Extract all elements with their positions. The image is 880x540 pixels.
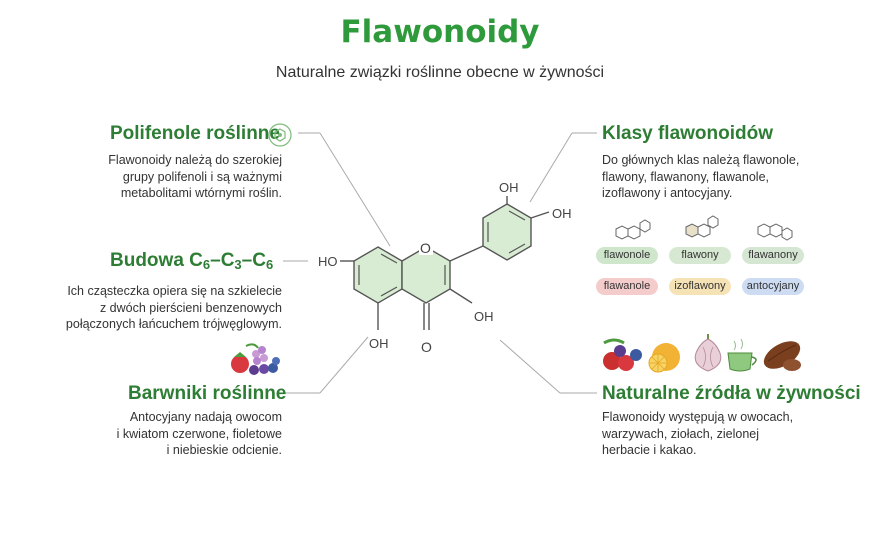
class-pill-antocyjany[interactable]: antocyjany (742, 278, 804, 295)
green-tea-icon (727, 338, 757, 372)
class-pill-flawanole[interactable]: flawanole (596, 278, 658, 295)
pigments-text: Antocyjany nadają owocom i kwiatom czerw… (60, 409, 282, 459)
label-oh-c3: OH (474, 309, 494, 324)
structure-sub: 3 (234, 257, 242, 272)
sources-line: Flawonoidy występują w owocach, (602, 410, 794, 424)
ring-b (482, 203, 532, 261)
classes-line: Do głównych klas należą flawonole, (602, 153, 800, 167)
flavonol-mini-structure-icon (615, 219, 651, 240)
structure-dash: –C (210, 250, 235, 271)
polyphenols-title: Polifenole roślinne (110, 123, 280, 144)
structure-sub: 6 (202, 257, 211, 272)
structure-title: Budowa C6–C3–C6 (110, 250, 273, 272)
class-pill-flawanony[interactable]: flawanony (742, 247, 804, 264)
class-pill-izoflawony[interactable]: izoflawony (669, 278, 731, 295)
label-oh-left: HO (318, 254, 338, 269)
class-pill-flawony[interactable]: flawony (669, 247, 731, 264)
page-title: Flawonoidy (340, 14, 540, 50)
class-pill-flawonole[interactable]: flawonole (596, 247, 658, 264)
structure-dash: –C (241, 250, 266, 271)
structure-text: Ich cząsteczka opiera się na szkielecie … (30, 283, 282, 333)
structure-line: z dwóch pierścieni benzenowych (99, 300, 282, 315)
structure-line: Ich cząsteczka opiera się na szkielecie (67, 284, 282, 298)
label-oh-right: OH (552, 206, 572, 221)
polyphenols-line: Flawonoidy należą do szerokiej (108, 153, 282, 167)
food-sources-icons (603, 334, 801, 373)
classes-line: flawony, flawanony, flawanole, (602, 169, 769, 184)
classes-line: izoflawony i antocyjany. (602, 186, 733, 200)
berries-icon (231, 343, 280, 375)
sources-title: Naturalne źródła w żywności (602, 383, 861, 404)
polyphenols-text: Flawonoidy należą do szerokiej grupy pol… (60, 152, 282, 202)
flavonoid-structure-diagram: HO OH O O OH OH OH (318, 180, 572, 355)
connector-sources-diag (499, 339, 561, 394)
sources-line: warzywach, ziołach, zielonej (602, 426, 760, 441)
berries-icon (603, 338, 642, 371)
pigments-title: Barwniki roślinne (128, 383, 287, 404)
connector-polyphenols-diag (319, 132, 391, 247)
classes-text: Do głównych klas należą flawonole, flawo… (602, 152, 842, 202)
sources-line: herbacie i kakao. (602, 443, 697, 457)
connector-classes-diag (529, 132, 573, 203)
structure-title-prefix: Budowa C (110, 250, 203, 271)
structure-sub: 6 (265, 257, 274, 272)
citrus-icon (648, 343, 680, 373)
page-subtitle: Naturalne związki roślinne obecne w żywn… (275, 64, 605, 81)
label-o-ring: O (420, 240, 431, 256)
label-oh-bottom: OH (369, 336, 389, 351)
label-o-carbonyl: O (421, 339, 432, 355)
pigments-line: Antocyjany nadają owocom (129, 410, 282, 424)
pigments-line: i niebieskie odcienie. (166, 443, 282, 457)
cocoa-icon (763, 341, 801, 371)
pigments-line: i kwiatom czerwone, fioletowe (116, 426, 282, 441)
sources-text: Flawonoidy występują w owocach, warzywac… (602, 409, 842, 459)
structure-line: połączonych łańcuchem trójwęglowym. (65, 317, 282, 331)
label-oh-top: OH (499, 180, 519, 195)
polyphenols-line: grupy polifenoli i są ważnymi (122, 169, 282, 184)
classes-title: Klasy flawonoidów (602, 123, 774, 144)
flavone-mini-structure-icon (685, 215, 719, 238)
ring-a (353, 246, 403, 304)
molecule-badge-icon (268, 123, 292, 147)
connector-pigments-diag (319, 336, 369, 394)
onion-icon (694, 334, 722, 372)
flavanone-mini-structure-icon (757, 223, 793, 241)
polyphenols-line: metabolitami wtórnymi roślin. (120, 186, 282, 200)
